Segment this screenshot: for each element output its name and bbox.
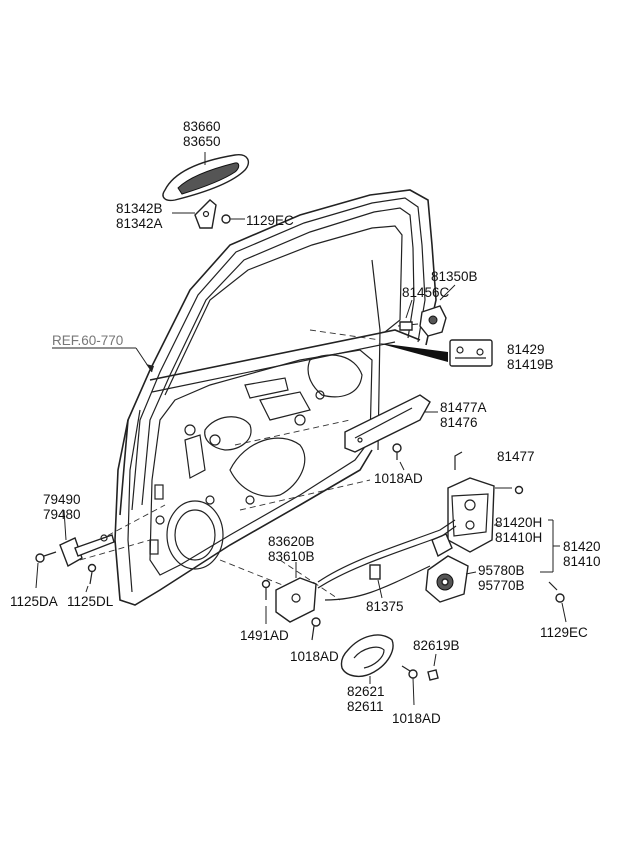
label-81419b: 81419B bbox=[507, 357, 554, 372]
label-ref: REF.60-770 bbox=[52, 333, 123, 348]
rear-door-assembly bbox=[114, 189, 437, 606]
part-labels: 83660 83650 81342B 81342A 1129EC 81350B … bbox=[10, 119, 601, 726]
bolt-1018ad-bottom bbox=[401, 665, 418, 706]
bolt-1018ad-low bbox=[311, 617, 321, 641]
outside-handle bbox=[162, 152, 250, 202]
label-82619b: 82619B bbox=[413, 638, 460, 653]
inside-handle-cover bbox=[340, 634, 394, 684]
label-82611: 82611 bbox=[347, 699, 384, 714]
label-95780b: 95780B bbox=[478, 563, 525, 578]
label-1018ad-mid: 1018AD bbox=[374, 471, 423, 486]
reference-leader bbox=[52, 347, 154, 373]
label-83660: 83660 bbox=[183, 119, 221, 134]
label-81342a: 81342A bbox=[116, 216, 163, 231]
label-81420h: 81420H bbox=[495, 515, 542, 530]
label-1018ad-bottom: 1018AD bbox=[392, 711, 441, 726]
label-81350b: 81350B bbox=[431, 269, 478, 284]
label-81477a: 81477A bbox=[440, 400, 487, 415]
label-1018ad-low: 1018AD bbox=[290, 649, 339, 664]
door-lock-actuator bbox=[425, 555, 477, 603]
door-striker bbox=[397, 284, 456, 337]
label-1125dl: 1125DL bbox=[67, 594, 114, 609]
screw-1129ec-top bbox=[221, 214, 245, 224]
label-81420: 81420 bbox=[563, 539, 601, 554]
label-82621: 82621 bbox=[347, 684, 385, 699]
label-1125da: 1125DA bbox=[10, 594, 58, 609]
label-81456c: 81456C bbox=[402, 285, 450, 300]
label-81410h: 81410H bbox=[495, 530, 542, 545]
door-checker bbox=[35, 509, 115, 593]
label-79480: 79480 bbox=[43, 507, 81, 522]
label-95770b: 95770B bbox=[478, 578, 525, 593]
label-1491ad: 1491AD bbox=[240, 628, 289, 643]
label-81477: 81477 bbox=[497, 449, 535, 464]
label-81410: 81410 bbox=[563, 554, 601, 569]
latch-pointer bbox=[378, 339, 493, 367]
door-latch bbox=[431, 451, 524, 558]
label-79490: 79490 bbox=[43, 492, 81, 507]
label-81476: 81476 bbox=[440, 415, 478, 430]
label-81342b: 81342B bbox=[116, 201, 163, 216]
label-81429: 81429 bbox=[507, 342, 545, 357]
bolt-1018ad-mid bbox=[392, 443, 405, 471]
label-1129ec-bottom: 1129EC bbox=[540, 625, 588, 640]
screw-1491ad bbox=[261, 579, 271, 624]
lock-cover bbox=[344, 394, 438, 453]
rod-clip bbox=[369, 564, 383, 599]
label-1129ec-top: 1129EC bbox=[246, 213, 294, 228]
handle-bracket bbox=[172, 199, 217, 229]
label-81375: 81375 bbox=[366, 599, 404, 614]
label-83620b: 83620B bbox=[268, 534, 315, 549]
screw-1129ec-bottom bbox=[548, 581, 567, 623]
label-83610b: 83610B bbox=[268, 549, 315, 564]
label-83650: 83650 bbox=[183, 134, 221, 149]
lock-cables bbox=[317, 519, 457, 601]
inside-handle-bracket bbox=[275, 562, 317, 623]
screw-cap bbox=[427, 653, 439, 681]
callout-brackets bbox=[540, 519, 560, 573]
